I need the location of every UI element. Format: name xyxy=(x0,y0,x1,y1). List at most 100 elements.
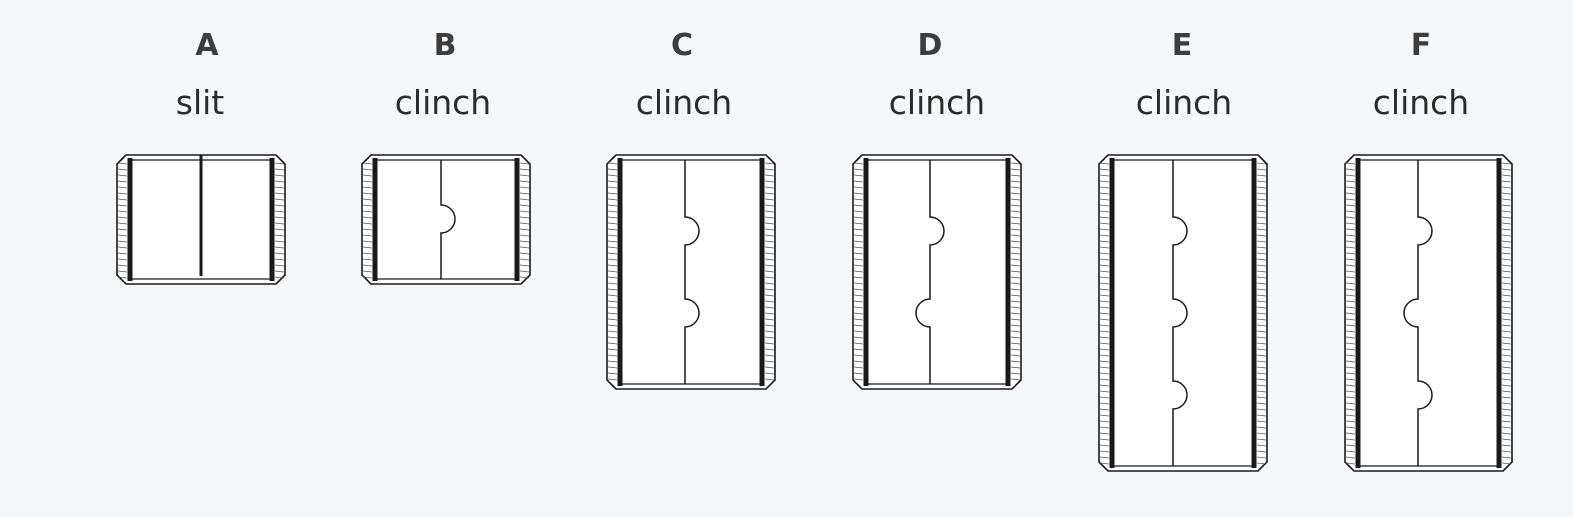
knurl-line-right xyxy=(1501,450,1512,453)
knurl-line-right xyxy=(1010,378,1021,381)
knurl-line-left xyxy=(853,258,864,261)
knurl-line-left xyxy=(853,306,864,309)
knurl-line-left xyxy=(1345,306,1356,309)
knurl-line-left xyxy=(362,162,373,165)
knurl-line-left xyxy=(607,198,618,201)
knurl-line-right xyxy=(1501,210,1512,213)
knurl-line-left xyxy=(853,300,864,303)
knurl-line-left xyxy=(1099,372,1110,375)
bushing-b xyxy=(361,154,531,285)
knurl-line-left xyxy=(853,270,864,273)
knurl-line-left xyxy=(853,354,864,357)
knurl-line-right xyxy=(274,258,285,261)
knurl-line-left xyxy=(362,246,373,249)
knurl-line-left xyxy=(1099,198,1110,201)
knurl-line-right xyxy=(1501,258,1512,261)
knurl-line-left xyxy=(362,210,373,213)
knurl-line-right xyxy=(764,210,775,213)
knurl-line-right xyxy=(1256,438,1267,441)
bushing-f xyxy=(1344,154,1513,472)
knurl-line-right xyxy=(274,270,285,273)
knurl-line-right xyxy=(764,306,775,309)
knurl-line-right xyxy=(1010,216,1021,219)
knurl-line-left xyxy=(1099,408,1110,411)
knurl-line-right xyxy=(1256,222,1267,225)
knurl-line-right xyxy=(1256,300,1267,303)
knurl-line-right xyxy=(764,330,775,333)
knurl-line-right xyxy=(519,246,530,249)
knurl-line-right xyxy=(764,234,775,237)
knurl-line-left xyxy=(607,180,618,183)
knurl-line-left xyxy=(607,270,618,273)
knurl-line-right xyxy=(1256,432,1267,435)
knurl-line-right xyxy=(1010,252,1021,255)
knurl-line-right xyxy=(1501,198,1512,201)
knurl-line-right xyxy=(1010,264,1021,267)
knurl-line-right xyxy=(1256,366,1267,369)
knurl-line-right xyxy=(519,264,530,267)
knurl-line-left xyxy=(1345,204,1356,207)
knurl-line-left xyxy=(607,330,618,333)
knurl-line-right xyxy=(1010,360,1021,363)
knurl-line-left xyxy=(117,246,128,249)
knurl-line-left xyxy=(362,240,373,243)
knurl-line-right xyxy=(1256,180,1267,183)
knurl-line-right xyxy=(1501,420,1512,423)
knurl-line-right xyxy=(1501,192,1512,195)
clinch-seam xyxy=(684,160,700,384)
knurl-line-right xyxy=(1501,414,1512,417)
knurl-line-right xyxy=(1256,318,1267,321)
knurl-line-right xyxy=(764,312,775,315)
knurl-line-right xyxy=(1501,186,1512,189)
knurl-line-left xyxy=(1099,390,1110,393)
knurl-line-right xyxy=(519,234,530,237)
knurl-line-right xyxy=(1501,456,1512,459)
knurl-line-left xyxy=(117,264,128,267)
knurl-line-left xyxy=(117,198,128,201)
knurl-line-right xyxy=(1501,252,1512,255)
knurl-line-right xyxy=(764,186,775,189)
knurl-line-left xyxy=(607,216,618,219)
knurl-line-left xyxy=(117,276,128,279)
knurl-line-left xyxy=(1345,198,1356,201)
knurl-line-left xyxy=(117,162,128,165)
knurl-line-right xyxy=(519,210,530,213)
knurl-line-right xyxy=(764,168,775,171)
knurl-line-left xyxy=(607,210,618,213)
knurl-line-left xyxy=(117,204,128,207)
knurl-line-left xyxy=(1099,462,1110,465)
knurl-line-right xyxy=(1010,240,1021,243)
knurl-line-left xyxy=(853,246,864,249)
knurl-line-right xyxy=(1501,462,1512,465)
knurl-line-left xyxy=(1099,414,1110,417)
knurl-line-right xyxy=(764,348,775,351)
knurl-line-right xyxy=(274,222,285,225)
knurl-line-right xyxy=(764,222,775,225)
knurl-line-left xyxy=(853,186,864,189)
knurl-line-left xyxy=(1099,456,1110,459)
knurl-line-left xyxy=(853,180,864,183)
knurl-line-left xyxy=(1345,402,1356,405)
knurl-line-left xyxy=(853,210,864,213)
knurl-line-right xyxy=(764,318,775,321)
knurl-line-left xyxy=(1345,348,1356,351)
knurl-line-left xyxy=(117,252,128,255)
knurl-line-left xyxy=(1345,450,1356,453)
knurl-line-left xyxy=(853,234,864,237)
knurl-line-right xyxy=(1501,276,1512,279)
knurl-line-right xyxy=(1501,444,1512,447)
knurl-line-right xyxy=(1010,324,1021,327)
knurl-line-right xyxy=(1010,198,1021,201)
knurl-line-left xyxy=(853,312,864,315)
knurl-line-left xyxy=(1099,324,1110,327)
knurl-line-left xyxy=(1345,408,1356,411)
knurl-line-right xyxy=(1501,366,1512,369)
knurl-line-right xyxy=(519,180,530,183)
knurl-line-right xyxy=(1501,372,1512,375)
knurl-line-right xyxy=(1256,462,1267,465)
knurl-line-right xyxy=(1256,396,1267,399)
knurl-line-right xyxy=(764,378,775,381)
knurl-line-left xyxy=(117,186,128,189)
knurl-line-right xyxy=(1256,450,1267,453)
